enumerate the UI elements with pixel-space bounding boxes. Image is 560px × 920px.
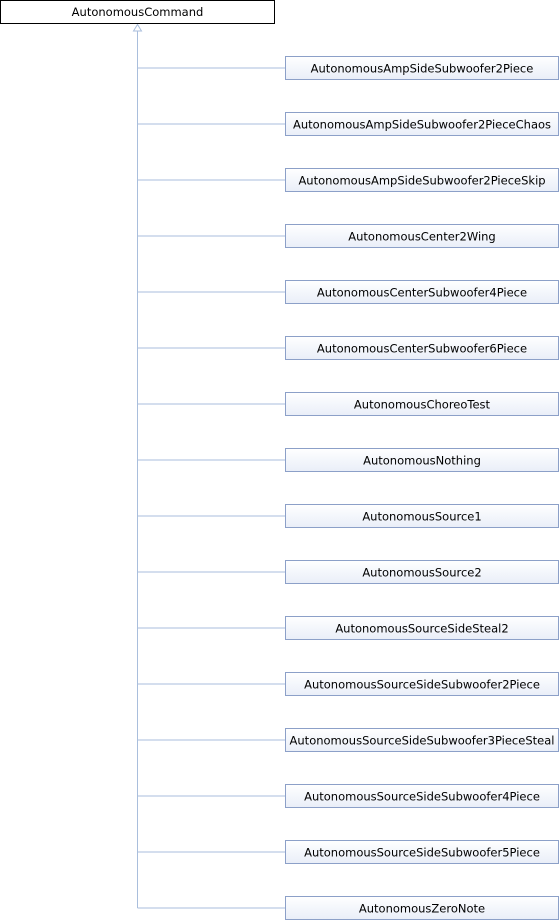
child-class-node[interactable]: AutonomousChoreoTest: [285, 392, 559, 416]
child-class-node[interactable]: AutonomousCenterSubwoofer4Piece: [285, 280, 559, 304]
child-class-box[interactable]: [285, 280, 559, 304]
child-class-label: AutonomousAmpSideSubwoofer2Piece: [311, 62, 534, 76]
child-class-label: AutonomousSourceSideSubwoofer3PieceSteal: [290, 734, 555, 748]
child-class-node[interactable]: AutonomousAmpSideSubwoofer2PieceSkip: [285, 168, 559, 192]
child-class-nodes: AutonomousAmpSideSubwoofer2PieceAutonomo…: [285, 56, 559, 920]
child-class-box[interactable]: [285, 728, 559, 752]
child-class-label: AutonomousCenterSubwoofer4Piece: [317, 286, 527, 300]
child-class-node[interactable]: AutonomousSourceSideSubwoofer3PieceSteal: [285, 728, 559, 752]
child-class-label: AutonomousSource2: [362, 566, 481, 580]
parent-class-box[interactable]: [0, 0, 275, 24]
child-class-node[interactable]: AutonomousZeroNote: [285, 896, 559, 920]
child-class-box[interactable]: [285, 168, 559, 192]
child-class-box[interactable]: [285, 560, 559, 584]
child-class-label: AutonomousCenterSubwoofer6Piece: [317, 342, 527, 356]
child-class-box[interactable]: [285, 112, 559, 136]
child-class-node[interactable]: AutonomousAmpSideSubwoofer2PieceChaos: [285, 112, 559, 136]
child-class-node[interactable]: AutonomousSource2: [285, 560, 559, 584]
child-class-label: AutonomousAmpSideSubwoofer2PieceSkip: [298, 174, 545, 188]
connector-lines: [132, 23, 286, 909]
parent-class-label: AutonomousCommand: [72, 5, 204, 19]
child-class-node[interactable]: AutonomousSource1: [285, 504, 559, 528]
child-class-node[interactable]: AutonomousCenter2Wing: [285, 224, 559, 248]
child-class-box[interactable]: [285, 392, 559, 416]
child-class-box[interactable]: [285, 56, 559, 80]
child-class-label: AutonomousSourceSideSteal2: [335, 622, 508, 636]
inheritance-arrow-icon: [132, 23, 143, 32]
child-class-node[interactable]: AutonomousAmpSideSubwoofer2Piece: [285, 56, 559, 80]
child-class-label: AutonomousSourceSideSubwoofer2Piece: [304, 678, 540, 692]
child-class-label: AutonomousChoreoTest: [354, 398, 491, 412]
child-class-box[interactable]: [285, 784, 559, 808]
parent-class-node[interactable]: AutonomousCommand: [0, 0, 275, 24]
child-class-node[interactable]: AutonomousSourceSideSubwoofer4Piece: [285, 784, 559, 808]
child-class-box[interactable]: [285, 336, 559, 360]
child-class-label: AutonomousAmpSideSubwoofer2PieceChaos: [293, 118, 551, 132]
child-class-box[interactable]: [285, 224, 559, 248]
child-class-node[interactable]: AutonomousNothing: [285, 448, 559, 472]
child-class-label: AutonomousSourceSideSubwoofer5Piece: [304, 846, 540, 860]
child-class-label: AutonomousSourceSideSubwoofer4Piece: [304, 790, 540, 804]
child-class-box[interactable]: [285, 840, 559, 864]
child-class-box[interactable]: [285, 672, 559, 696]
child-class-box[interactable]: [285, 448, 559, 472]
child-class-node[interactable]: AutonomousSourceSideSteal2: [285, 616, 559, 640]
child-class-node[interactable]: AutonomousCenterSubwoofer6Piece: [285, 336, 559, 360]
child-class-node[interactable]: AutonomousSourceSideSubwoofer2Piece: [285, 672, 559, 696]
child-class-label: AutonomousZeroNote: [359, 902, 485, 916]
child-class-label: AutonomousNothing: [363, 454, 481, 468]
child-class-label: AutonomousCenter2Wing: [348, 230, 495, 244]
child-class-box[interactable]: [285, 504, 559, 528]
child-class-box[interactable]: [285, 616, 559, 640]
child-class-label: AutonomousSource1: [362, 510, 481, 524]
child-class-node[interactable]: AutonomousSourceSideSubwoofer5Piece: [285, 840, 559, 864]
